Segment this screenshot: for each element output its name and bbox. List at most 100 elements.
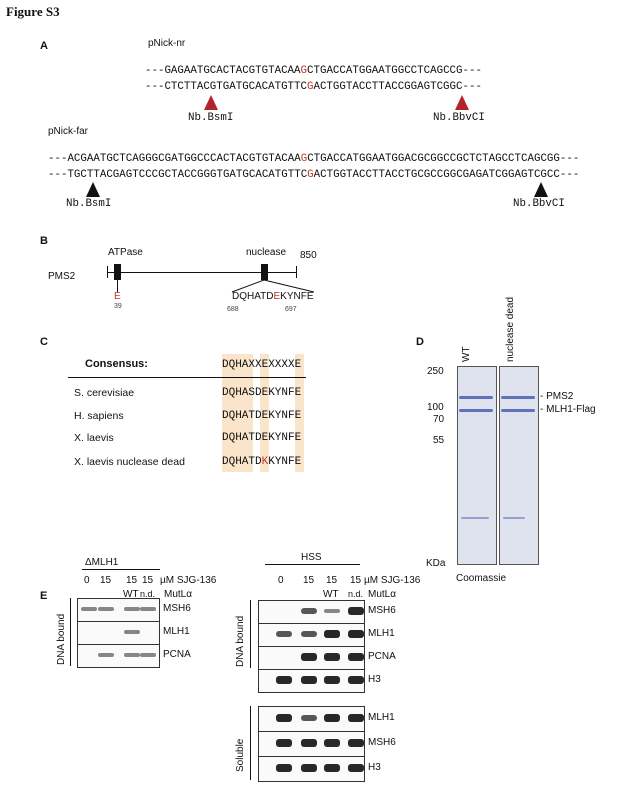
blot-band bbox=[324, 764, 340, 772]
enzyme-label: Nb.BsmI bbox=[66, 198, 112, 210]
stain-label: Coomassie bbox=[456, 573, 507, 584]
seq: DQHASDEKYNFE bbox=[222, 387, 302, 399]
blot-band bbox=[98, 653, 114, 657]
gel-band bbox=[503, 517, 525, 519]
consensus-header: Consensus: bbox=[85, 358, 148, 370]
blot-band bbox=[98, 607, 114, 611]
band-name: MLH1-Flag bbox=[546, 404, 596, 415]
blot-label: MLH1 bbox=[368, 712, 395, 723]
gel-lane-nd bbox=[499, 366, 539, 565]
blot-band bbox=[301, 608, 317, 614]
connector bbox=[117, 280, 118, 292]
nick-site-icon bbox=[455, 95, 469, 110]
gel-band bbox=[501, 396, 535, 399]
title-underline bbox=[265, 564, 360, 565]
species-seq: DQHATDKKYNFE bbox=[222, 456, 301, 468]
mutl-label: MutLα bbox=[368, 589, 397, 600]
blot-row bbox=[77, 621, 160, 645]
enzyme-label: Nb.BsmI bbox=[188, 112, 234, 124]
concentration: 15 bbox=[142, 575, 154, 586]
seq: DQHATD bbox=[232, 291, 274, 302]
blot-band bbox=[81, 607, 97, 611]
lane-label: WT bbox=[461, 346, 472, 362]
mutant-residue: K bbox=[261, 456, 269, 468]
nr-top-strand: ---GAGAATGCACTACGTGTACAAGCTGACCATGGAATGG… bbox=[145, 65, 482, 77]
group-bracket bbox=[70, 598, 71, 666]
blot-row bbox=[258, 600, 365, 624]
seq: ---GAGAATGCACTACGTGTACAA bbox=[145, 65, 301, 77]
protein-bar bbox=[107, 272, 297, 273]
conserved-band bbox=[222, 354, 253, 472]
blot-band bbox=[348, 607, 364, 615]
far-top-strand: ---ACGAATGCTCAGGGCGATGGCCCACTACGTGTACAAG… bbox=[48, 153, 579, 165]
seq: KYNFE bbox=[268, 456, 302, 468]
seq: DQHATD bbox=[222, 456, 262, 468]
blot-band bbox=[301, 764, 317, 772]
blot-band bbox=[348, 739, 364, 747]
species-seq: DQHASDEKYNFE bbox=[222, 387, 301, 399]
far-bottom-strand: ---TGCTTACGAGTCCCGCTACCGGGTGATGCACATGTTC… bbox=[48, 169, 579, 181]
atpase-label: ATPase bbox=[108, 247, 143, 258]
gel-band bbox=[459, 409, 493, 412]
e-residue: E bbox=[114, 291, 121, 302]
blot-band bbox=[324, 630, 340, 638]
marker-100: 100 bbox=[427, 402, 444, 413]
mismatch: G bbox=[300, 153, 308, 165]
title-underline bbox=[82, 569, 160, 570]
nuclease-label: nuclease bbox=[246, 247, 287, 258]
band-name: PMS2 bbox=[546, 391, 574, 402]
conserved-band bbox=[260, 354, 269, 472]
seq: CTGACCATGGAATGGCCTCAGCCG--- bbox=[307, 65, 482, 77]
nuclease-domain bbox=[261, 264, 268, 280]
blot-label: MSH6 bbox=[163, 603, 191, 614]
protein-label: PMS2 bbox=[48, 271, 76, 282]
atpase-domain bbox=[114, 264, 121, 280]
species-seq: DQHATDEKYNFE bbox=[222, 432, 301, 444]
blot-band bbox=[301, 653, 317, 661]
concentration: 15 bbox=[326, 575, 338, 586]
blot-band bbox=[348, 653, 364, 661]
blot-band bbox=[324, 676, 340, 684]
blot-band bbox=[276, 676, 292, 684]
blot-band bbox=[324, 714, 340, 722]
nick-site-icon bbox=[534, 182, 548, 197]
group-label: Soluble bbox=[235, 738, 246, 772]
blot-row bbox=[77, 598, 160, 622]
blot-band bbox=[348, 676, 364, 684]
band-label-pms2: - PMS2 bbox=[540, 391, 574, 402]
blot-label: MSH6 bbox=[368, 737, 396, 748]
blot-label: H3 bbox=[368, 762, 381, 773]
conc-unit: µM SJG-136 bbox=[364, 575, 421, 586]
e-position: 39 bbox=[114, 303, 122, 310]
species-label: X. laevis bbox=[74, 432, 114, 444]
gel-band bbox=[459, 396, 493, 399]
blot-band bbox=[301, 676, 317, 684]
mutl-wt: WT bbox=[123, 589, 139, 600]
blot-band bbox=[276, 631, 292, 637]
band-label-mlh1: - MLH1-Flag bbox=[540, 404, 596, 415]
blot-band bbox=[124, 630, 140, 634]
mismatch: G bbox=[306, 81, 314, 93]
mutl-wt: WT bbox=[323, 589, 339, 600]
pnick-far-label: pNick-far bbox=[48, 126, 89, 137]
zoom-lines bbox=[231, 279, 315, 293]
blot-band bbox=[276, 764, 292, 772]
concentration: 15 bbox=[303, 575, 315, 586]
figure-title: Figure S3 bbox=[6, 4, 60, 19]
gel-band bbox=[461, 517, 489, 519]
blot-row bbox=[258, 706, 365, 732]
mutl-label: MutLα bbox=[164, 589, 193, 600]
blot-band bbox=[276, 714, 292, 722]
group-label: DNA bound bbox=[235, 615, 246, 667]
concentration: 0 bbox=[278, 575, 284, 586]
motif-end: 697 bbox=[285, 306, 297, 313]
concentration: 15 bbox=[100, 575, 112, 586]
gel-lane-wt bbox=[457, 366, 497, 565]
seq: ---CTCTTACGTGATGCACATGTTC bbox=[145, 81, 307, 93]
blot-row bbox=[258, 731, 365, 757]
mismatch: G bbox=[300, 65, 307, 77]
seq: ---ACGAATGCTCAGGGCGATGGCCCACTACGTGTACAA bbox=[48, 153, 301, 165]
blot-band bbox=[301, 739, 317, 747]
species-label: H. sapiens bbox=[74, 410, 124, 422]
motif: DQHATDEKYNFE bbox=[232, 291, 314, 302]
